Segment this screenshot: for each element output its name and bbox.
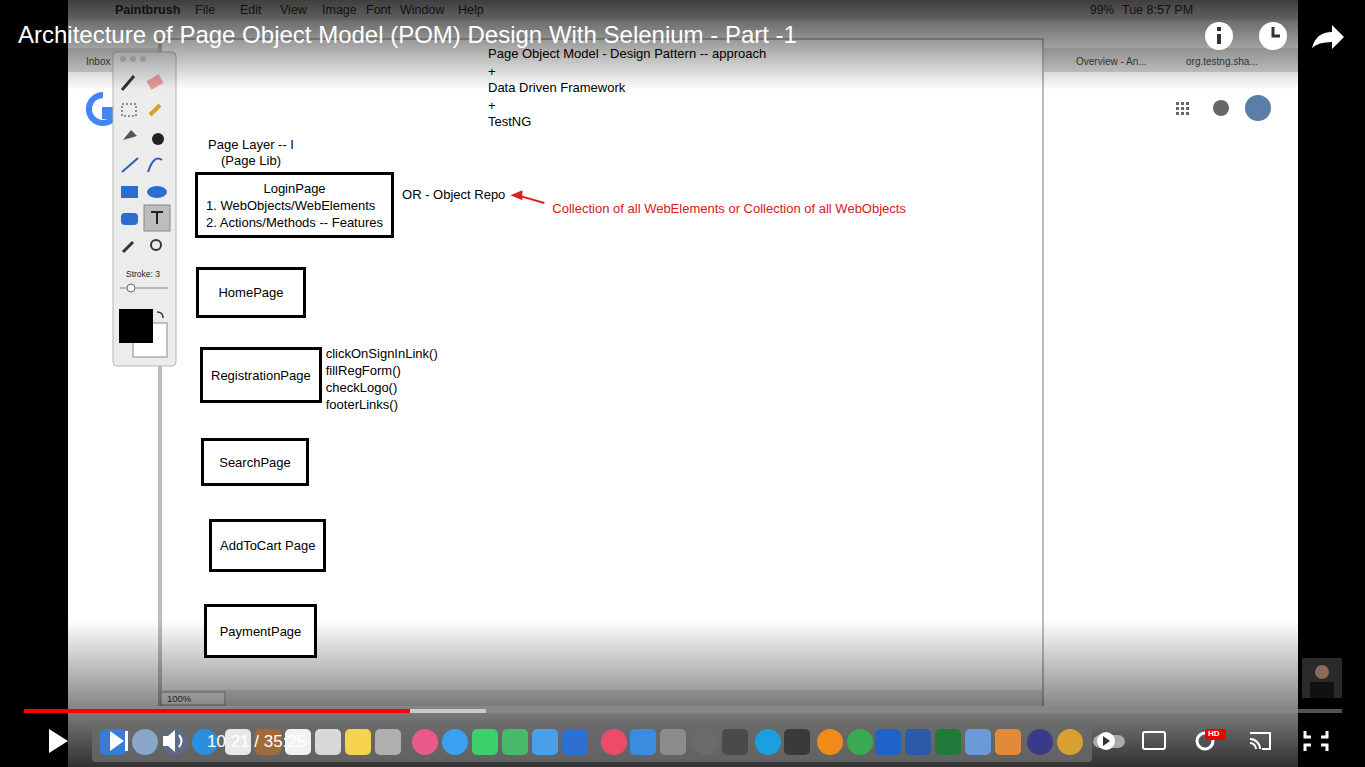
cast-button bbox=[1250, 733, 1270, 749]
layer-heading: Page Layer -- I (Page Lib) bbox=[199, 137, 303, 170]
page-name: LoginPage bbox=[263, 180, 325, 197]
webcam-thumbnail bbox=[1302, 658, 1342, 698]
battery-level: 99% bbox=[1090, 3, 1114, 18]
leader-arrowhead bbox=[510, 190, 522, 200]
menu-item: Image bbox=[322, 3, 357, 19]
page-box: RegistrationPage bbox=[200, 347, 322, 403]
menu-item: View bbox=[280, 3, 307, 19]
play-button bbox=[49, 729, 68, 753]
top-gradient bbox=[0, 0, 1365, 90]
account-avatar bbox=[1245, 95, 1271, 121]
stroke-setting: Stroke: 3 bbox=[126, 269, 160, 280]
page-box: AddToCart Page bbox=[209, 519, 326, 572]
page-name: HomePage bbox=[218, 284, 283, 301]
menu-item: Edit bbox=[240, 3, 262, 19]
progress-track bbox=[24, 709, 1342, 713]
menu-item: Help bbox=[458, 3, 484, 19]
progress-played bbox=[24, 709, 410, 713]
menu-item: Font bbox=[366, 3, 391, 19]
object-repo-label: OR - Object Repo bbox=[402, 187, 505, 203]
page-box: HomePage bbox=[196, 267, 306, 318]
page-name: RegistrationPage bbox=[211, 367, 311, 384]
notification-bell bbox=[1213, 100, 1229, 116]
browser-tab: org.testng.sha... bbox=[1186, 56, 1258, 69]
leader-arrow-line bbox=[520, 196, 544, 203]
method-name: checkLogo() bbox=[326, 380, 398, 396]
zoom-level: 100% bbox=[167, 693, 191, 705]
paint-canvas bbox=[162, 40, 1042, 690]
exit-fullscreen-button bbox=[1305, 731, 1327, 751]
hd-badge bbox=[1205, 729, 1226, 740]
browser-tab: Overview - An... bbox=[1076, 56, 1147, 69]
method-name: clickOnSignInLink() bbox=[326, 346, 438, 362]
plus-sign: + bbox=[488, 98, 496, 114]
video-time: 10:21 / 35:25 bbox=[207, 731, 306, 752]
volume-icon bbox=[163, 730, 175, 752]
dock-icons bbox=[100, 729, 1083, 755]
method-name: footerLinks() bbox=[326, 397, 398, 413]
page-name: PaymentPage bbox=[220, 623, 302, 640]
browser-tab: Inbox bbox=[86, 56, 110, 69]
page-name: AddToCart Page bbox=[220, 537, 315, 554]
progress-buffered bbox=[410, 709, 486, 713]
share-icon bbox=[1312, 25, 1344, 49]
page-box: PaymentPage bbox=[204, 604, 317, 658]
callout-note: Collection of all WebElements or Collect… bbox=[552, 201, 906, 217]
menu-item: File bbox=[195, 3, 215, 19]
window-shadow bbox=[158, 38, 1044, 706]
menubar-clock: Tue 8:57 PM bbox=[1122, 3, 1193, 19]
toolbox-panel bbox=[113, 52, 176, 366]
page-item: 2. Actions/Methods -- Features bbox=[206, 214, 383, 231]
mac-dock bbox=[92, 724, 1092, 762]
heading-line: Page Object Model - Design Pattern -- ap… bbox=[488, 46, 766, 62]
heading-line: TestNG bbox=[488, 114, 531, 130]
hd-badge-text: HD bbox=[1208, 729, 1220, 739]
apps-grid-icon bbox=[1176, 102, 1189, 115]
next-button bbox=[110, 731, 128, 751]
watch-later-icon bbox=[1259, 22, 1287, 50]
tool-icons bbox=[119, 74, 170, 357]
heading-line: Data Driven Framework bbox=[488, 80, 625, 96]
plus-sign: + bbox=[488, 64, 496, 80]
menu-item: Window bbox=[400, 3, 444, 19]
info-icon bbox=[1205, 22, 1233, 50]
page-item: 1. WebObjects/WebElements bbox=[206, 197, 375, 214]
page-name: SearchPage bbox=[219, 454, 291, 471]
page-box: SearchPage bbox=[201, 438, 309, 486]
subtitles-button bbox=[1143, 732, 1165, 749]
method-name: fillRegForm() bbox=[326, 363, 401, 379]
menu-app-name: Paintbrush bbox=[115, 3, 180, 19]
page-box: LoginPage1. WebObjects/WebElements2. Act… bbox=[195, 172, 394, 238]
video-title: Architecture of Page Object Model (POM) … bbox=[18, 20, 797, 50]
